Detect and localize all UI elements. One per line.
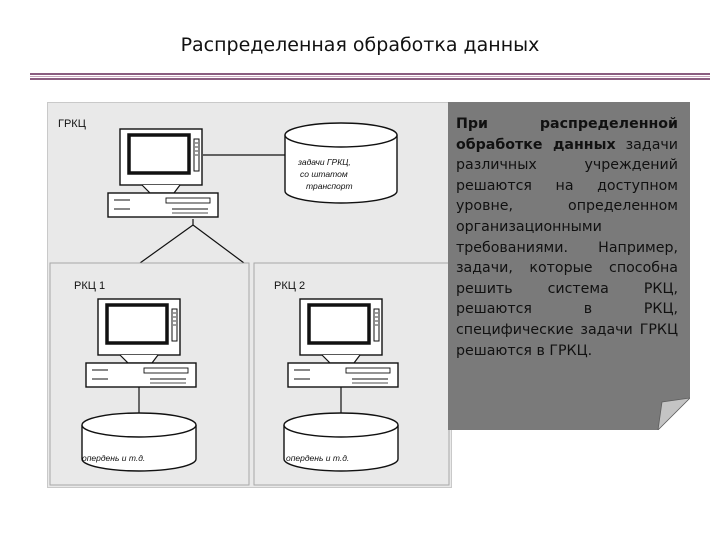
connector-to-right: [192, 224, 245, 264]
note-folded-corner: [657, 397, 690, 430]
title-rule-bottom: [30, 78, 710, 80]
db-right-label: опердень и т.д.: [286, 453, 349, 463]
note-bold-text: При распределенной обработке данных: [456, 116, 678, 153]
database-icon-center: [284, 122, 398, 204]
network-diagram: ГРКЦ задачи ГРКЦ, со штатом транспорт РК…: [47, 102, 452, 488]
note-text: При распределенной обработке данных зада…: [456, 114, 678, 361]
node-label-left: РКЦ 1: [74, 280, 105, 292]
slide-title: Распределенная обработка данных: [180, 34, 540, 56]
database-icon-right: [283, 412, 399, 472]
note-shape: [448, 102, 690, 430]
title-rule-middle: [30, 76, 710, 77]
db-center-line-3: транспорт: [306, 181, 353, 191]
node-label-center: ГРКЦ: [58, 118, 86, 130]
db-center-line-2: со штатом: [300, 169, 348, 179]
diagram-canvas: ГРКЦ задачи ГРКЦ, со штатом транспорт РК…: [49, 118, 450, 486]
note-card: При распределенной обработке данных зада…: [448, 102, 690, 430]
computer-icon-right: [286, 297, 400, 389]
computer-icon-left: [84, 297, 198, 389]
node-label-right: РКЦ 2: [274, 280, 305, 292]
title-rule-top: [30, 73, 710, 75]
note-body-text: задачи различных учреждений решаются на …: [456, 136, 678, 359]
database-icon-left: [81, 412, 197, 472]
db-center-line-1: задачи ГРКЦ,: [297, 157, 351, 167]
connector-to-left: [139, 224, 194, 264]
db-left-label: опердень и т.д.: [82, 453, 145, 463]
computer-icon-center: [106, 127, 220, 219]
